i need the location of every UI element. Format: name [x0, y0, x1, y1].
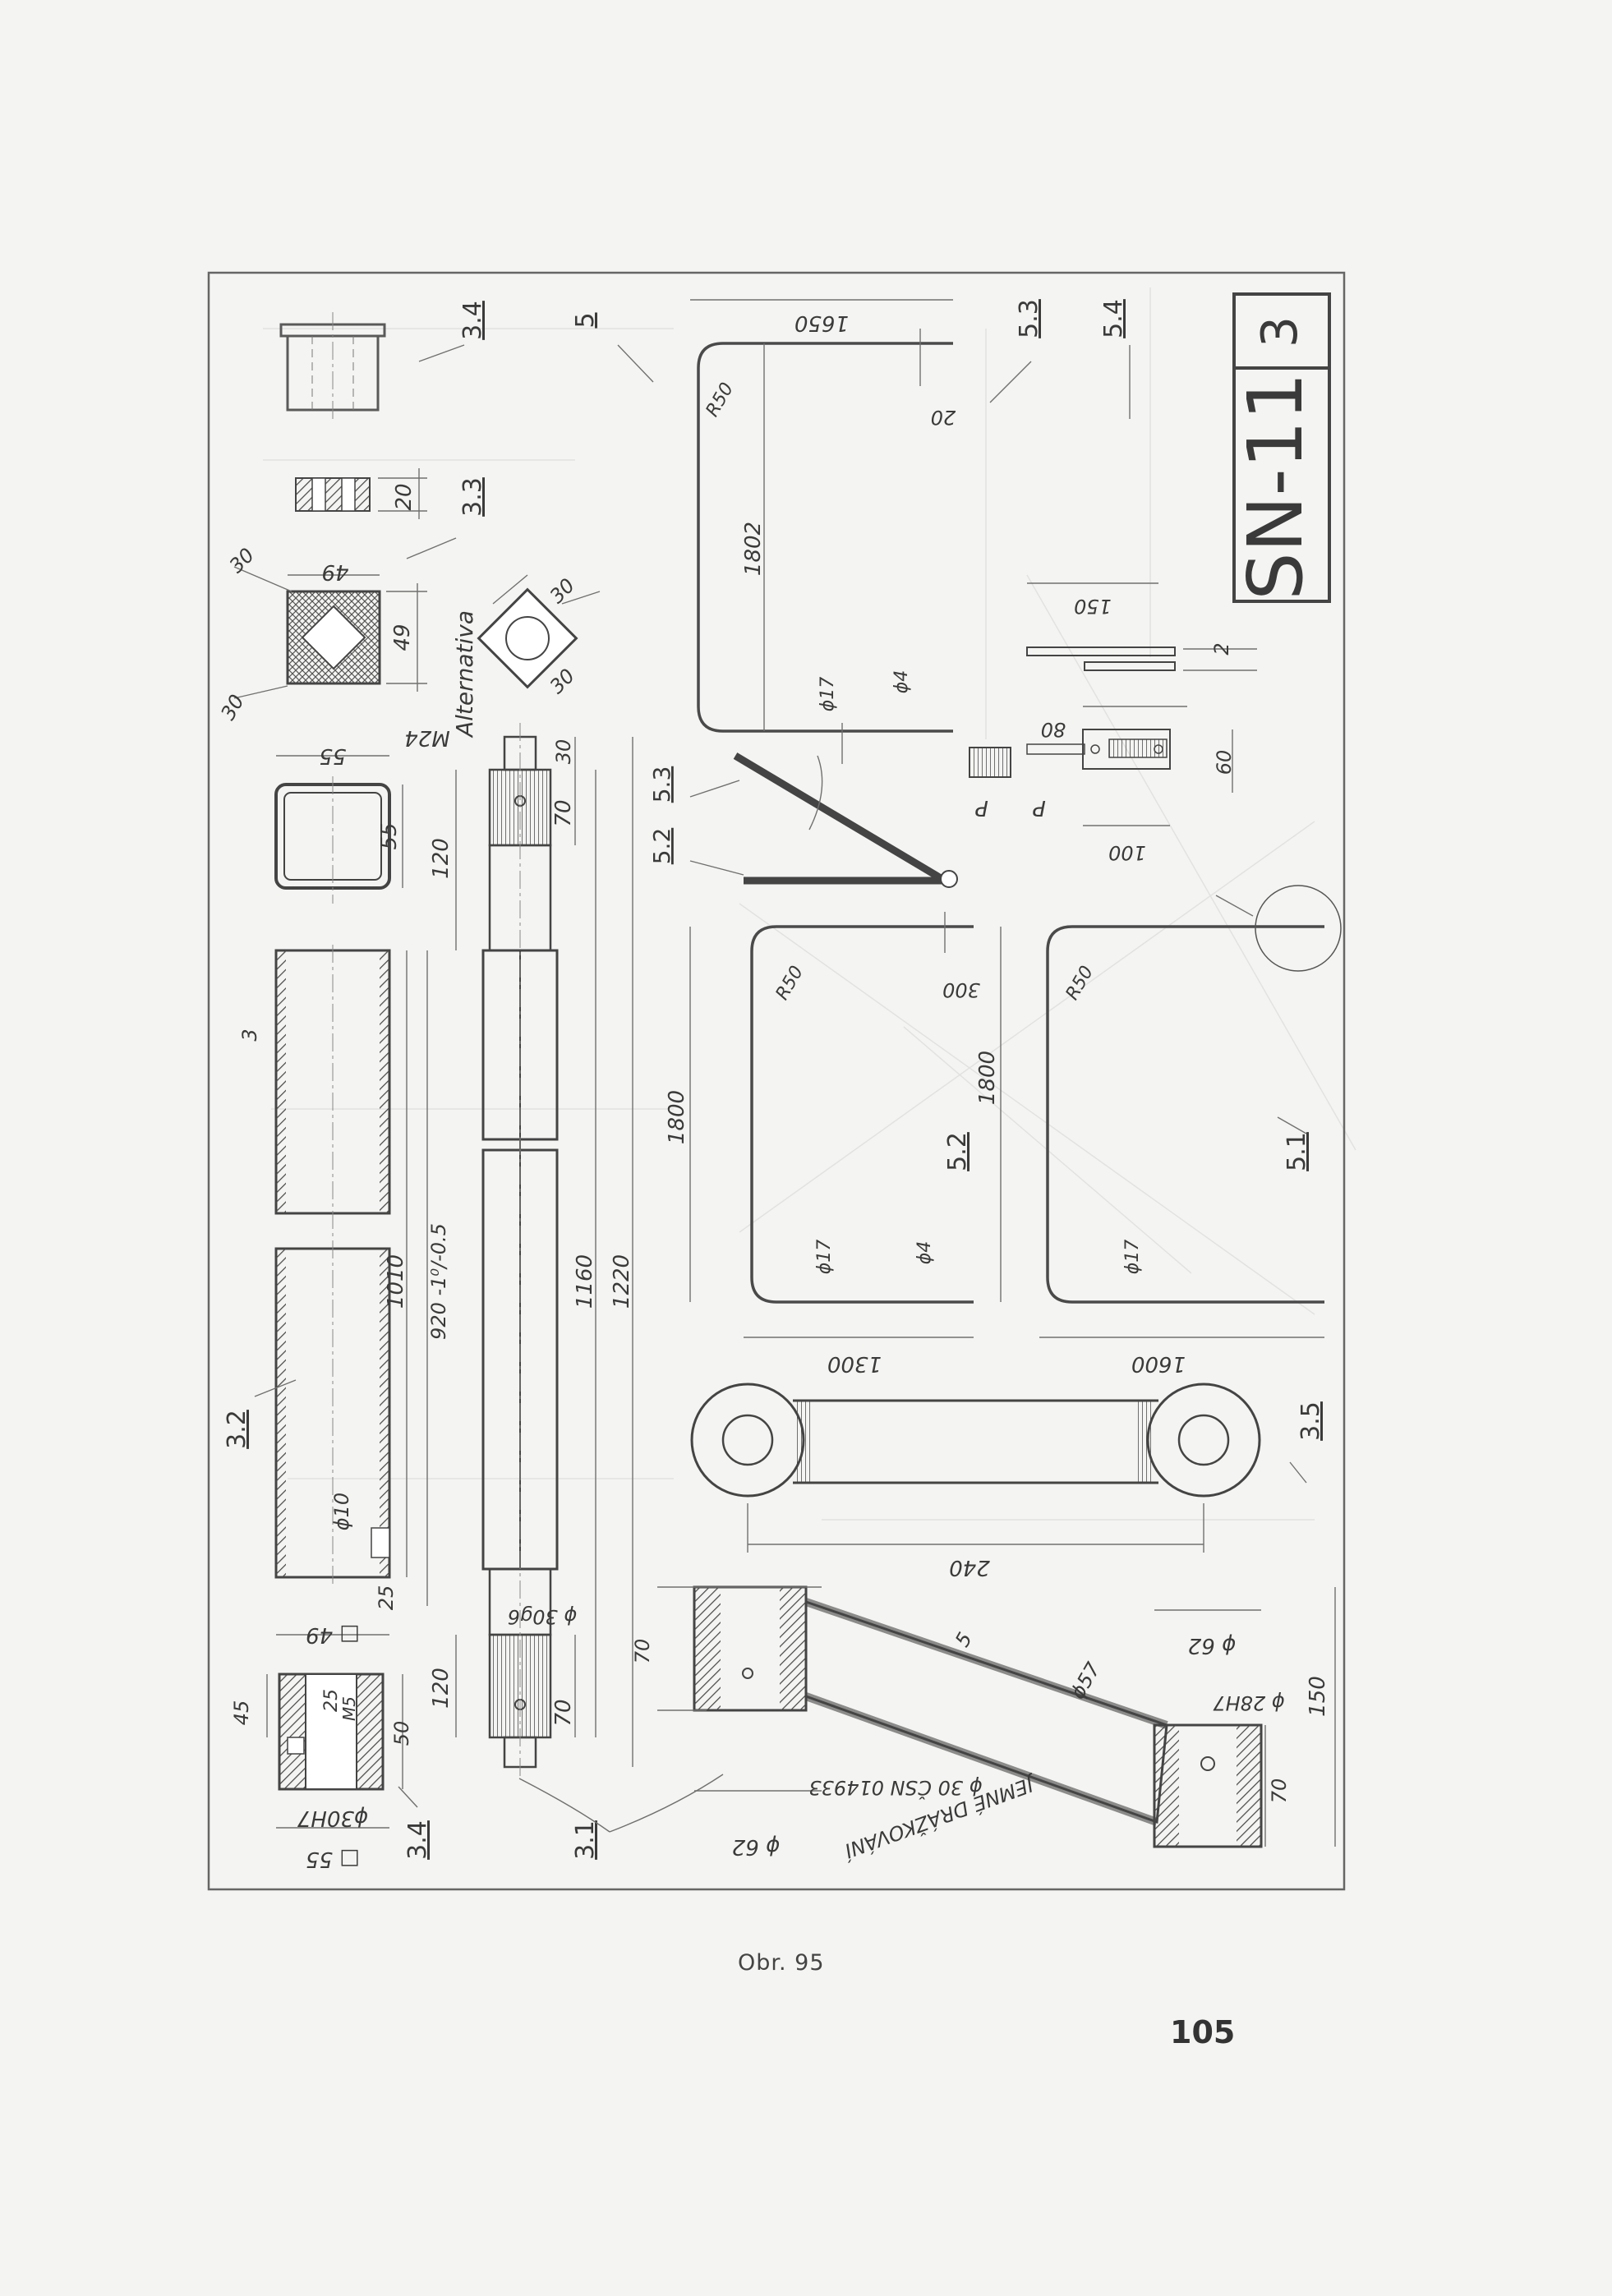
dim-phi62-top: ϕ 62 — [1188, 1633, 1237, 1658]
dim-phi4-top: ϕ4 — [891, 670, 912, 694]
dim-1650: 1650 — [794, 311, 849, 335]
dim-150-b: 150 — [1306, 1676, 1330, 1717]
dim-phi10: ϕ10 — [330, 1493, 353, 1530]
dim-20-sleeve: 20 — [392, 483, 417, 510]
dim-2: 2 — [1210, 642, 1233, 655]
part-ref-5-4: 5.4 — [1099, 299, 1128, 338]
part-3-4-bottom-bushing — [266, 1634, 403, 1829]
dim-r50-l: R50 — [772, 963, 808, 1004]
dim-phi30g6: ϕ 30g6 — [508, 1605, 578, 1628]
dim-5: 5 — [951, 1628, 977, 1650]
dim-1160: 1160 — [573, 1254, 597, 1309]
dim-1010: 1010 — [384, 1254, 408, 1309]
dim-55-b: 55 — [377, 822, 402, 849]
drawing-number: SN-11 — [1232, 372, 1320, 600]
part-ref-3-1: 3.1 — [571, 1820, 600, 1860]
label-alternativa: Alternativa — [451, 610, 478, 738]
welded-arm-assembly — [657, 1585, 1336, 1848]
dim-1800-r: 1800 — [975, 1051, 1000, 1105]
figure-caption: Obr. 95 — [738, 1950, 825, 1976]
dim-150: 150 — [1074, 595, 1112, 618]
dim-49-a: 49 — [321, 559, 348, 584]
dim-r50-top: R50 — [702, 380, 738, 421]
title-block: 3 SN-11 — [1232, 292, 1331, 603]
dim-25-b: 25 — [321, 1689, 342, 1712]
note-fine-splines-line2: ϕ 30 ČSN 014933 — [808, 1776, 982, 1801]
dim-49-b: 49 — [390, 623, 415, 651]
dim-phi28h7: ϕ 28H7 — [1213, 1691, 1285, 1714]
dim-phi30h7: ϕ30H7 — [297, 1806, 368, 1830]
part-3-2-tube — [274, 945, 428, 1606]
dim-300: 300 — [942, 978, 980, 1001]
dim-1600: 1600 — [1131, 1351, 1186, 1376]
dim-m24: M24 — [404, 725, 450, 750]
part-3-3-sleeve — [295, 468, 427, 519]
part-ref-5-1: 5.1 — [1283, 1132, 1311, 1171]
dim-25: 25 — [375, 1585, 398, 1611]
part-ref-3-4-bottom: 3.4 — [403, 1820, 432, 1860]
dim-30-alt-b: 30 — [546, 665, 579, 698]
hinge-detail — [733, 752, 958, 888]
dim-120-a: 120 — [429, 838, 454, 879]
dim-30-alt-a: 30 — [546, 574, 579, 608]
drawing-frame — [207, 271, 1346, 1891]
part-ref-3-5: 3.5 — [1297, 1401, 1325, 1441]
dim-50: 50 — [390, 1721, 413, 1746]
dim-45: 45 — [230, 1700, 253, 1726]
part-ref-5-3-mid: 5.3 — [648, 766, 675, 803]
dim-phi4-l: ϕ4 — [914, 1241, 935, 1265]
dim-1802: 1802 — [741, 522, 766, 576]
part-3-5-link — [690, 1383, 1261, 1553]
part-ref-5-2-mid: 5.2 — [648, 828, 675, 865]
dim-m5: M5 — [339, 1696, 359, 1721]
dim-1220: 1220 — [610, 1254, 634, 1309]
dim-55-a: 55 — [319, 743, 346, 768]
dim-30-shaft: 30 — [552, 739, 575, 765]
part-5-u-frame-top — [690, 299, 953, 764]
dim-70-link: 70 — [631, 1639, 654, 1664]
part-ref-3-4-top: 3.4 — [458, 301, 487, 340]
part-ref-5: 5 — [571, 312, 600, 328]
part-5-4-brackets — [969, 582, 1257, 826]
part-ref-5-3-top: 5.3 — [1015, 299, 1043, 338]
dim-70-a: 70 — [551, 799, 576, 826]
dim-120-b: 120 — [429, 1668, 454, 1709]
part-ref-3-2: 3.2 — [223, 1410, 251, 1449]
label-p-b: P — [1033, 795, 1046, 820]
square-tube-section — [274, 755, 403, 904]
dim-phi17-top: ϕ17 — [818, 677, 838, 712]
dim-240: 240 — [949, 1555, 990, 1580]
dim-70-b: 70 — [551, 1699, 576, 1726]
dim-1300: 1300 — [827, 1351, 882, 1376]
dim-30-a: 30 — [225, 544, 259, 577]
dim-phi62-bottom: ϕ 62 — [732, 1834, 781, 1859]
dim-1800-l: 1800 — [665, 1090, 689, 1144]
dim-920: 920 -1⁰/-0.5 — [427, 1223, 450, 1340]
part-5-2-u-frame — [689, 912, 974, 1338]
part-5-1-u-frame — [1000, 885, 1342, 1338]
dim-phi17-r: ϕ17 — [1122, 1240, 1143, 1275]
dim-phi17-l: ϕ17 — [814, 1240, 835, 1275]
page-number: 105 — [1170, 2014, 1236, 2050]
square-insert-3-3-section — [233, 566, 427, 699]
dim-80: 80 — [1041, 718, 1066, 741]
sheet-number: 3 — [1251, 316, 1309, 347]
dim-60: 60 — [1213, 750, 1236, 775]
dim-55-square: □ 55 — [306, 1847, 360, 1871]
dim-70-c: 70 — [1268, 1778, 1291, 1804]
show-through-background — [263, 288, 1356, 1521]
alternative-square-insert — [477, 574, 601, 689]
dim-20-top: 20 — [931, 406, 956, 429]
part-ref-3-3: 3.3 — [458, 477, 487, 517]
dim-100: 100 — [1108, 841, 1146, 864]
part-3-1-shaft — [455, 723, 633, 1778]
part-3-4-top-view — [279, 312, 386, 423]
dim-3: 3 — [238, 1028, 261, 1041]
label-p-a: P — [975, 795, 988, 820]
dim-49-square: □ 49 — [306, 1622, 360, 1647]
part-ref-5-2: 5.2 — [943, 1132, 972, 1171]
